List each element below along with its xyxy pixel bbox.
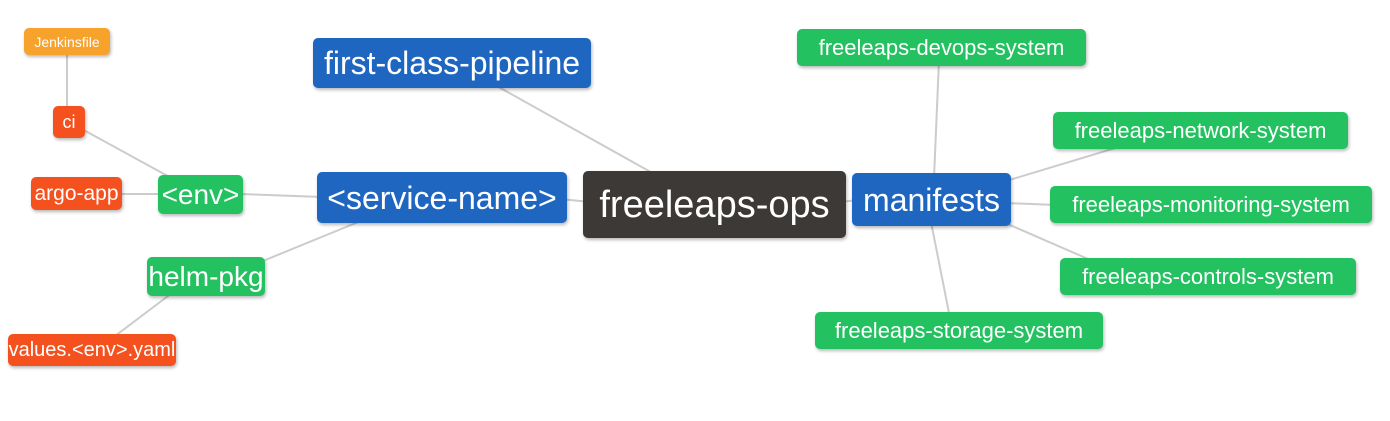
edge-values-env-yaml-to-helm-pkg (114, 292, 173, 337)
node-freeleaps-controls-system[interactable]: freeleaps-controls-system (1060, 258, 1356, 295)
edge-manifests-to-freeleaps-monitoring-system (1005, 202, 1057, 206)
node-freeleaps-network-system[interactable]: freeleaps-network-system (1053, 112, 1348, 149)
edge-ci-to-env (79, 127, 176, 181)
node-ci[interactable]: ci (53, 106, 85, 138)
node-env[interactable]: <env> (158, 175, 243, 214)
edge-manifests-to-freeleaps-network-system (1005, 145, 1123, 182)
node-freeleaps-devops-system[interactable]: freeleaps-devops-system (797, 29, 1086, 66)
edge-manifests-to-freeleaps-controls-system (1002, 221, 1096, 263)
edge-manifests-to-freeleaps-devops-system (933, 59, 940, 179)
node-argo-app[interactable]: argo-app (31, 177, 122, 210)
node-freeleaps-monitoring-system[interactable]: freeleaps-monitoring-system (1050, 186, 1372, 223)
edge-helm-pkg-to-service-name (257, 217, 369, 264)
node-freeleaps-storage-system[interactable]: freeleaps-storage-system (815, 312, 1103, 349)
node-freeleaps-ops[interactable]: freeleaps-ops (583, 171, 846, 238)
node-service-name[interactable]: <service-name> (317, 172, 567, 223)
node-values-env-yaml[interactable]: values.<env>.yaml (8, 334, 176, 366)
node-manifests[interactable]: manifests (852, 173, 1011, 226)
node-jenkinsfile[interactable]: Jenkinsfile (24, 28, 110, 55)
edge-env-to-service-name (239, 193, 323, 198)
node-helm-pkg[interactable]: helm-pkg (147, 257, 265, 296)
edge-manifests-to-freeleaps-storage-system (930, 221, 951, 319)
node-first-class-pipeline[interactable]: first-class-pipeline (313, 38, 591, 88)
edge-first-class-pipeline-to-freeleaps-ops (494, 84, 657, 176)
